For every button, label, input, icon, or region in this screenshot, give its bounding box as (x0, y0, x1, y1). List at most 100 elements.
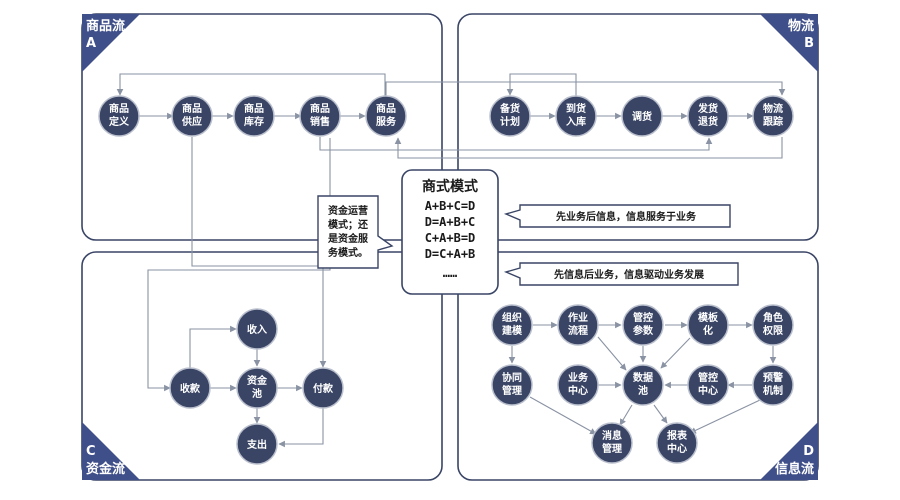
node-c5[interactable]: 支出 (236, 423, 278, 465)
node-d2[interactable]: 作业 流程 (557, 304, 599, 346)
node-circle (233, 95, 275, 137)
node-label-line1: 商品 (109, 102, 129, 115)
edge-c4-c5 (278, 408, 324, 448)
quadrant-a-letter: A (86, 36, 96, 51)
edge-a4-b4 (319, 137, 713, 151)
node-circle (656, 422, 698, 464)
node-label-line1: 付款 (313, 382, 334, 395)
node-label-line2: 池 (252, 387, 262, 400)
node-d5[interactable]: 角色 权限 (752, 304, 794, 346)
node-d6[interactable]: 协同 管理 (491, 364, 533, 406)
node-d9[interactable]: 管控 中心 (687, 364, 729, 406)
node-label-line1: 收入 (247, 323, 267, 336)
node-label-line2: 跟踪 (763, 115, 783, 128)
center-box-frame (401, 169, 499, 295)
node-label-line2: 池 (638, 384, 648, 397)
center-equation-2: D=A+B+C (425, 215, 476, 229)
node-c2[interactable]: 收款 (169, 367, 211, 409)
node-circle (752, 95, 794, 137)
quadrant-c-frame (81, 251, 443, 481)
node-d1[interactable]: 组织 建模 (491, 304, 533, 346)
edge-a5-a1-loop (116, 73, 386, 96)
node-circle (557, 364, 599, 406)
node-c3[interactable]: 资金 池 (236, 367, 278, 409)
node-d12[interactable]: 报表 中心 (656, 422, 698, 464)
node-circle (236, 423, 278, 465)
node-label-line2: 退货 (698, 115, 718, 128)
node-circle (365, 95, 407, 137)
info-first-note: 先信息后业务，信息驱动业务发展 (503, 262, 739, 286)
node-d7[interactable]: 业务 中心 (557, 364, 599, 406)
quadrant-d-title: 信息流 (775, 461, 814, 477)
node-label-line1: 商品 (182, 102, 202, 115)
edge-b5-a5 (394, 137, 783, 159)
node-label-line2: 管理 (502, 384, 522, 397)
node-d11[interactable]: 消息 管理 (591, 422, 633, 464)
node-label-line2: 定义 (109, 115, 130, 128)
node-circle (169, 367, 211, 409)
node-c1[interactable]: 收入 (236, 308, 278, 350)
node-label-line1: 调货 (632, 110, 652, 123)
node-a1[interactable]: 商品 定义 (98, 95, 140, 137)
node-label-line2: 化 (703, 324, 713, 337)
node-label-line2: 机制 (763, 384, 783, 397)
node-a3[interactable]: 商品 库存 (233, 95, 275, 137)
node-d8[interactable]: 数据 池 (622, 364, 664, 406)
node-circle (752, 364, 794, 406)
funds-note-line3: 是资金服 (327, 232, 369, 245)
edge-d8-d11 (619, 404, 633, 426)
node-label-line2: 中心 (698, 384, 718, 397)
node-b5[interactable]: 物流 跟踪 (752, 95, 794, 137)
node-label-line2: 建模 (501, 324, 523, 337)
center-equation-1: A+B+C=D (425, 199, 476, 213)
node-label-line1: 管控 (633, 311, 653, 324)
node-b4[interactable]: 发货 退货 (687, 95, 729, 137)
node-circle (687, 304, 729, 346)
business-first-note: 先业务后信息，信息服务于业务 (503, 204, 731, 228)
funds-note-line1: 资金运营 (328, 204, 368, 217)
node-b1[interactable]: 备货 计划 (489, 95, 531, 137)
node-label-line1: 收款 (180, 382, 201, 395)
node-a4[interactable]: 商品 销售 (299, 95, 341, 137)
edge-a2-c4 (191, 137, 327, 368)
node-label-line1: 消息 (602, 429, 622, 442)
node-d10[interactable]: 预警 机制 (752, 364, 794, 406)
node-label-line1: 到货 (566, 102, 586, 115)
edge-d2-d8 (597, 336, 627, 371)
node-a5[interactable]: 商品 服务 (365, 95, 407, 137)
funds-note-bubble (317, 195, 394, 269)
center-equation-3: C+A+B=D (425, 231, 476, 245)
node-label-line2: 参数 (633, 324, 654, 337)
node-label-line2: 计划 (500, 115, 520, 128)
center-title: 商式模式 (422, 178, 478, 195)
node-label-line1: 组织 (502, 311, 522, 324)
node-circle (555, 95, 597, 137)
node-label-line2: 管理 (602, 442, 622, 455)
node-circle (489, 95, 531, 137)
node-d3[interactable]: 管控 参数 (622, 304, 664, 346)
business-first-text: 先业务后信息，信息服务于业务 (556, 210, 697, 223)
funds-note-line4: 务模式。 (328, 246, 368, 259)
node-label-line2: 流程 (568, 324, 588, 337)
edge-d4-d8 (660, 337, 691, 369)
node-b2[interactable]: 到货 入库 (555, 95, 597, 137)
node-d4[interactable]: 模板 化 (687, 304, 729, 346)
node-label-line2: 库存 (244, 115, 264, 128)
node-b3[interactable]: 调货 (621, 95, 663, 137)
node-label-line1: 预警 (763, 371, 783, 384)
node-circle (98, 95, 140, 137)
node-label-line1: 商品 (244, 102, 264, 115)
edge-c2-c1 (189, 325, 237, 368)
node-label-line2: 中心 (667, 442, 687, 455)
node-circle (622, 304, 664, 346)
node-c4[interactable]: 付款 (302, 367, 344, 409)
node-label-line2: 服务 (376, 115, 397, 128)
quadrant-b-letter: B (804, 36, 814, 51)
node-a2[interactable]: 商品 供应 (171, 95, 213, 137)
info-first-text: 先信息后业务，信息驱动业务发展 (554, 268, 704, 281)
edge-d10-d12 (689, 399, 761, 434)
node-label-line1: 业务 (568, 371, 589, 384)
node-circle (302, 367, 344, 409)
node-circle (591, 422, 633, 464)
